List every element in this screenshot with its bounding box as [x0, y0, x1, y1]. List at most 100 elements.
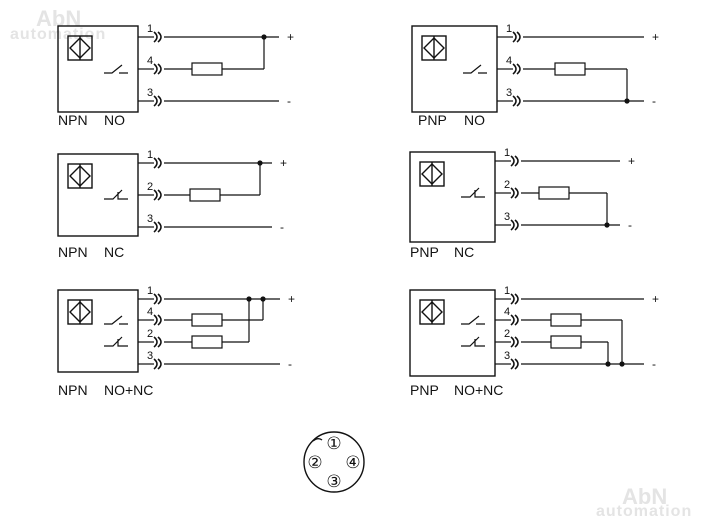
pin-1-socket-icon — [510, 155, 515, 167]
pin-3-plug-icon — [157, 358, 162, 370]
junction-dot — [257, 160, 263, 166]
pin-1-number: 1 — [147, 149, 153, 161]
junction-dot-nc — [605, 361, 611, 367]
pin-1-number: 1 — [147, 285, 153, 297]
pin-4-plug-icon — [516, 63, 521, 75]
minus-sign: - — [652, 357, 656, 371]
pin-1-number: 1 — [506, 23, 512, 35]
pin-4-switch-no-icon — [104, 64, 128, 74]
diagram-npn-nc: 123+- — [57, 149, 287, 237]
pin-3-plug-icon — [516, 95, 521, 107]
connector-key-icon — [312, 438, 323, 442]
watermark-brand-bottom: AbN — [622, 484, 668, 509]
pin-2-number: 2 — [147, 181, 153, 193]
junction-dot-no — [260, 296, 266, 302]
pin-1-socket-icon — [510, 293, 515, 305]
pin-3-number: 3 — [147, 87, 153, 99]
minus-sign: - — [652, 94, 656, 108]
sensor-box — [57, 25, 139, 113]
diagram-npn-no-mode-label: NO — [104, 112, 125, 128]
pin-3-plug-icon — [514, 358, 519, 370]
pin-2-number: 2 — [504, 328, 510, 340]
watermark-brand-top: AbN — [36, 6, 82, 31]
pin-4-socket-icon — [512, 63, 517, 75]
pin-3-socket-icon — [153, 221, 158, 233]
pin-2-number: 2 — [147, 328, 153, 340]
pin-3-number: 3 — [504, 350, 510, 362]
minus-sign: - — [628, 218, 632, 232]
pin-1-plug-icon — [514, 155, 519, 167]
sensor-box — [409, 289, 496, 377]
pin-4-switch-no-icon — [463, 64, 487, 74]
pin-1-socket-icon — [512, 31, 517, 43]
diagram-npn-no-type-label: NPN — [58, 112, 88, 128]
diagram-npn-no: 143+- — [57, 23, 294, 113]
load-resistor-no-icon — [550, 313, 582, 327]
junction-dot-nc — [246, 296, 252, 302]
pin-3-socket-icon — [153, 358, 158, 370]
pin-1-plug-icon — [516, 31, 521, 43]
load-resistor-nc-icon — [191, 335, 223, 349]
diagram-pnp-no-type-label: PNP — [418, 112, 447, 128]
pin-4-plug-icon — [157, 314, 162, 326]
minus-sign: - — [287, 94, 291, 108]
diagram-pnp-no-nc-type-label: PNP — [410, 382, 439, 398]
sensor-box — [57, 289, 139, 373]
pin-1-plug-icon — [157, 157, 162, 169]
pin-4-switch-no-icon — [104, 315, 128, 325]
pin-1-number: 1 — [147, 23, 153, 35]
pin-1-plug-icon — [514, 293, 519, 305]
diagram-pnp-no: 143+- — [411, 23, 659, 113]
pin-1-socket-icon — [153, 157, 158, 169]
pin-2-plug-icon — [514, 336, 519, 348]
junction-dot-no — [619, 361, 625, 367]
connector-pin-2: ② — [307, 453, 322, 472]
load-resistor-nc-icon — [550, 335, 582, 349]
diagram-pnp-no-nc: 1 4 2 3 + - — [409, 285, 659, 377]
pin-4-number: 4 — [504, 306, 510, 318]
watermark-sub-bottom: automation — [596, 503, 693, 520]
pin-3-number: 3 — [504, 211, 510, 223]
pin-4-number: 4 — [506, 55, 512, 67]
pin-3-socket-icon — [510, 358, 515, 370]
diagram-pnp-nc-mode-label: NC — [454, 244, 475, 260]
diagram-pnp-no-mode-label: NO — [464, 112, 485, 128]
pin-4-socket-icon — [153, 314, 158, 326]
load-resistor-icon — [191, 62, 223, 76]
pin-2-switch-nc-icon — [104, 336, 128, 347]
pin-2-switch-nc-icon — [461, 187, 485, 198]
minus-sign: - — [280, 220, 284, 234]
pin-2-plug-icon — [157, 189, 162, 201]
connector-pin-4: ④ — [345, 453, 360, 472]
plus-sign: + — [628, 154, 635, 168]
pin-3-plug-icon — [157, 95, 162, 107]
pin-1-plug-icon — [157, 31, 162, 43]
pin-4-socket-icon — [153, 63, 158, 75]
diagram-npn-no-nc-type-label: NPN — [58, 382, 88, 398]
plus-sign: + — [288, 292, 295, 306]
pin-1-number: 1 — [504, 285, 510, 297]
pin-2-switch-nc-icon — [104, 189, 128, 200]
connector-pin-1: ① — [326, 434, 341, 453]
pin-3-number: 3 — [147, 350, 153, 362]
diagram-npn-no-nc-mode-label: NO+NC — [104, 382, 154, 398]
load-resistor-icon — [189, 188, 221, 202]
pin-3-plug-icon — [514, 219, 519, 231]
pin-4-socket-icon — [510, 314, 515, 326]
pin-3-socket-icon — [512, 95, 517, 107]
plus-sign: + — [652, 292, 659, 306]
sensor-box — [411, 25, 498, 113]
pin-2-number: 2 — [504, 179, 510, 191]
pin-3-number: 3 — [506, 87, 512, 99]
pin-4-number: 4 — [147, 306, 153, 318]
pin-1-plug-icon — [157, 293, 162, 305]
connector-outline — [303, 431, 365, 493]
pin-4-number: 4 — [147, 55, 153, 67]
pin-4-switch-no-icon — [461, 315, 485, 325]
diagram-pnp-nc: 123+- — [409, 147, 635, 243]
pin-2-socket-icon — [510, 187, 515, 199]
load-resistor-no-icon — [191, 313, 223, 327]
diagram-pnp-nc-type-label: PNP — [410, 244, 439, 260]
pin-2-plug-icon — [157, 336, 162, 348]
